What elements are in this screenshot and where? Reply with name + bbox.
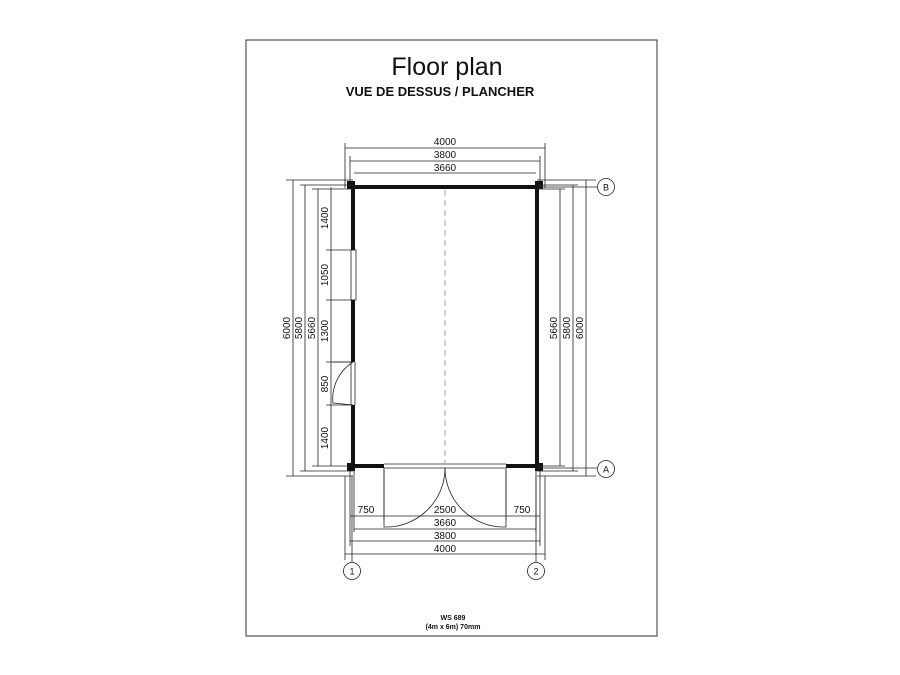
left-window <box>350 249 357 301</box>
bottom-dim-mid: 3800 <box>434 531 457 542</box>
right-dim-overall: 6000 <box>575 316 586 339</box>
grid-label-2: 2 <box>533 567 538 577</box>
left-dim-mid: 5800 <box>294 316 305 339</box>
bottom-dim-inner: 3660 <box>434 518 457 529</box>
bottom-dim-door: 2500 <box>434 505 457 516</box>
building-walls <box>347 181 543 471</box>
footer-size: (4m x 6m) 70mm <box>426 624 481 631</box>
page-subtitle: VUE DE DESSUS / PLANCHER <box>346 84 535 99</box>
top-dim-mid: 3800 <box>434 150 457 161</box>
right-dimensions: 5660 5800 6000 <box>537 179 596 477</box>
door-leaf-left <box>383 467 446 528</box>
left-dimensions: 6000 5800 5660 1400 1050 1300 850 1400 <box>282 179 353 477</box>
top-dim-overall: 4000 <box>434 137 457 148</box>
left-dim-overall: 6000 <box>282 316 293 339</box>
grid-label-1: 1 <box>349 567 354 577</box>
grid-marker-2 <box>527 562 545 580</box>
right-dim-mid: 5800 <box>562 316 573 339</box>
top-dim-inner: 3660 <box>434 163 457 174</box>
top-dimensions: 4000 3800 3660 <box>344 137 546 188</box>
left-dim-seg-bottom: 1400 <box>320 426 331 449</box>
left-dim-seg-door: 850 <box>320 375 331 392</box>
page-title: Floor plan <box>391 53 502 81</box>
left-dim-seg-mid: 1300 <box>320 319 331 342</box>
grid-label-a: A <box>603 465 609 475</box>
sheet-border <box>245 39 658 637</box>
bottom-dim-left-seg: 750 <box>358 505 375 516</box>
door-leaf-right <box>444 467 507 528</box>
grid-marker-a <box>597 460 615 478</box>
left-dim-seg-window: 1050 <box>320 263 331 286</box>
left-dim-seg-top: 1400 <box>320 206 331 229</box>
footer-model: WS 689 <box>441 615 466 622</box>
bottom-dimensions: 750 2500 750 3660 3800 4000 <box>344 470 546 560</box>
right-dim-inner: 5660 <box>549 316 560 339</box>
grid-markers: B A 1 2 <box>343 178 615 580</box>
bottom-dim-right-seg: 750 <box>514 505 531 516</box>
side-door-swing <box>332 361 354 406</box>
door-swings <box>332 361 507 528</box>
grid-marker-1 <box>343 562 361 580</box>
bottom-dim-overall: 4000 <box>434 544 457 555</box>
grid-marker-b <box>597 178 615 196</box>
grid-label-b: B <box>603 183 609 193</box>
left-dim-inner: 5660 <box>307 316 318 339</box>
